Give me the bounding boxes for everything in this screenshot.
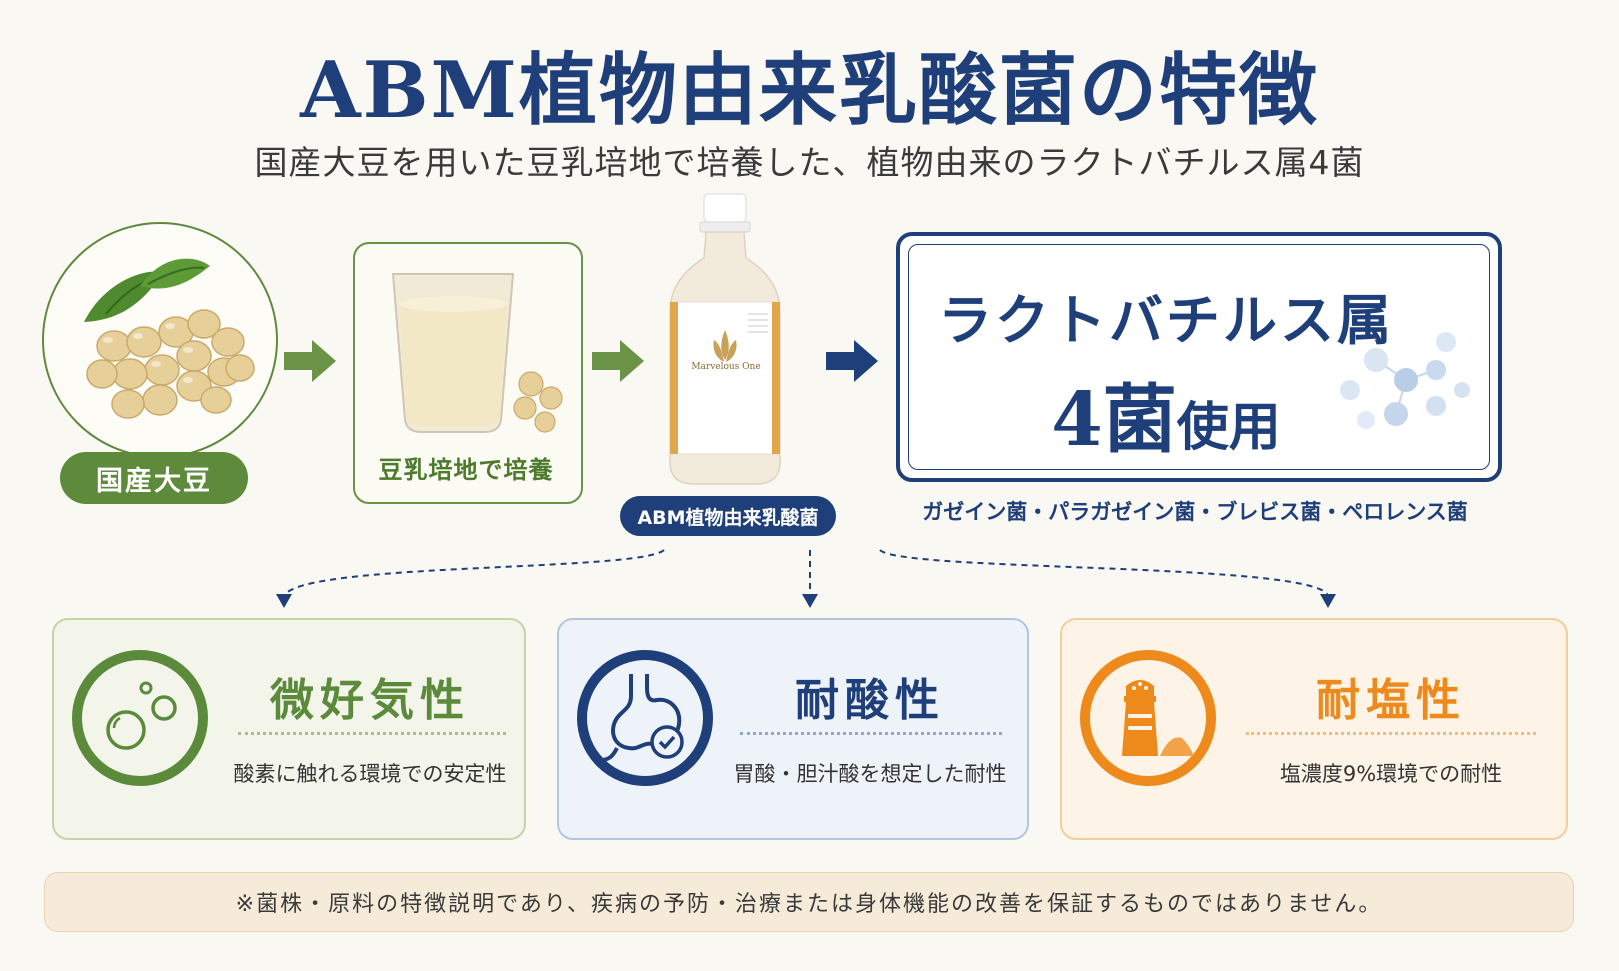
stomach-icon (577, 650, 713, 786)
lactobacillus-use: 使用 (1176, 398, 1281, 458)
lactobacillus-heading: ラクトバチルス属 (938, 288, 1394, 352)
salt-shaker-icon (1080, 650, 1216, 786)
lactobacillus-count: 4菌 (1051, 377, 1177, 463)
feature-desc-acid-tolerance: 胃酸・胆汁酸を想定した耐性 (733, 762, 1007, 786)
arrow-bottle-to-lacto (826, 340, 878, 382)
soybean-illustration (42, 222, 278, 458)
lactobacillus-count-line: 4菌使用 (896, 360, 1436, 467)
bacteria-dots-icon (1340, 332, 1470, 429)
feature-desc-salt-tolerance: 塩濃度9%環境での耐性 (1279, 762, 1503, 786)
arrow-milk-to-bottle (592, 340, 644, 382)
species-list: ガゼイン菌・パラガゼイン菌・ブレビス菌・ペロレンス菌 (922, 500, 1468, 524)
lactobacillus-panel (896, 232, 1502, 482)
feature-title-microaerophilic: 微好気性 (270, 675, 470, 726)
soybean-label: 国産大豆 (60, 452, 248, 504)
page-title: ABM植物由来乳酸菌の特徴 (300, 45, 1319, 136)
bottle-label: ABM植物由来乳酸菌 (620, 496, 836, 536)
page-subtitle: 国産大豆を用いた豆乳培地で培養した、植物由来のラクトバチルス属4菌 (254, 143, 1365, 182)
disclaimer: ※菌株・原料の特徴説明であり、疾病の予防・治療または身体機能の改善を保証するもの… (44, 872, 1574, 932)
bubbles-icon (72, 650, 208, 786)
feature-desc-microaerophilic: 酸素に触れる環境での安定性 (233, 762, 507, 786)
soymilk-panel (353, 242, 583, 504)
feature-title-salt-tolerance: 耐塩性 (1316, 675, 1466, 726)
soymilk-glass-icon (391, 273, 563, 433)
divider (238, 732, 506, 735)
divider (1246, 732, 1536, 735)
arrow-soybean-to-milk (284, 340, 336, 382)
bottle-illustration (669, 193, 781, 485)
feature-title-acid-tolerance: 耐酸性 (795, 675, 945, 726)
soymilk-label: 豆乳培地で培養 (378, 456, 554, 484)
bottle-brand: Marvelous One (691, 362, 761, 372)
divider (740, 732, 1002, 735)
